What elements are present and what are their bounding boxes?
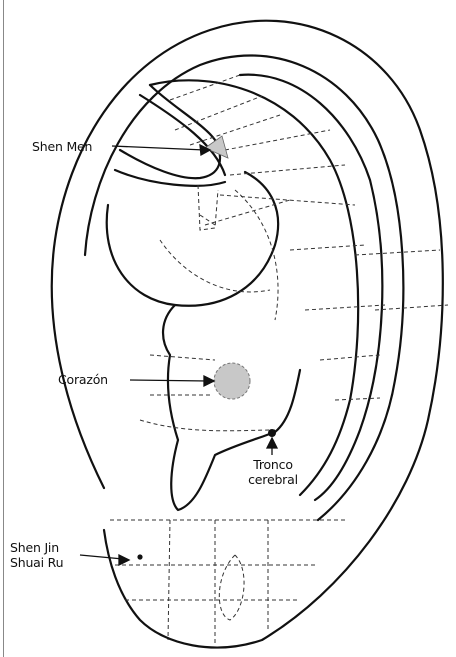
corazon-arrowhead	[204, 376, 214, 386]
lobe-grid-line	[168, 520, 170, 640]
label-shen-jin-shuai-ru: Shen Jin Shuai Ru	[10, 540, 63, 570]
label-tronco-line1: Tronco	[238, 457, 308, 472]
zone-line	[230, 165, 345, 175]
zone-line	[150, 355, 215, 360]
zone-line	[190, 115, 280, 145]
zone-line	[175, 96, 262, 130]
outer-helix-contour	[52, 21, 443, 648]
label-shen-men: Shen Men	[32, 139, 92, 154]
zone-line	[320, 355, 380, 360]
shen-jin-leader	[80, 555, 123, 559]
antihelix-inner-ridge	[150, 80, 358, 495]
corazon-marker	[214, 363, 250, 399]
zone-line	[225, 130, 330, 150]
label-shen-jin-line1: Shen Jin	[10, 540, 63, 555]
tragus-notch	[275, 370, 300, 432]
label-tronco-line2: cerebral	[238, 472, 308, 487]
zone-line	[170, 75, 240, 100]
concha-curve	[107, 172, 278, 306]
zone-line	[200, 215, 215, 225]
tronco-cerebral-point	[268, 429, 276, 437]
label-shen-jin-line2: Shuai Ru	[10, 555, 63, 570]
label-corazon: Corazón	[58, 372, 108, 387]
zone-line	[140, 420, 275, 431]
crus-of-helix	[115, 170, 225, 186]
triangular-fossa	[120, 85, 220, 178]
zone-line	[355, 250, 440, 255]
zone-line	[220, 195, 355, 205]
shen-men-leader	[112, 146, 205, 150]
zone-line	[160, 240, 270, 292]
label-tronco-cerebral: Tronco cerebral	[238, 457, 308, 487]
zone-line	[305, 305, 385, 310]
corazon-leader	[130, 380, 208, 381]
shen-jin-arrowhead	[119, 555, 129, 565]
zone-line	[198, 185, 218, 230]
shen-jin-point	[137, 554, 142, 559]
shen-men-marker	[205, 136, 228, 158]
zone-line	[335, 398, 380, 400]
zone-line	[375, 305, 448, 310]
tronco-arrowhead	[267, 438, 277, 448]
